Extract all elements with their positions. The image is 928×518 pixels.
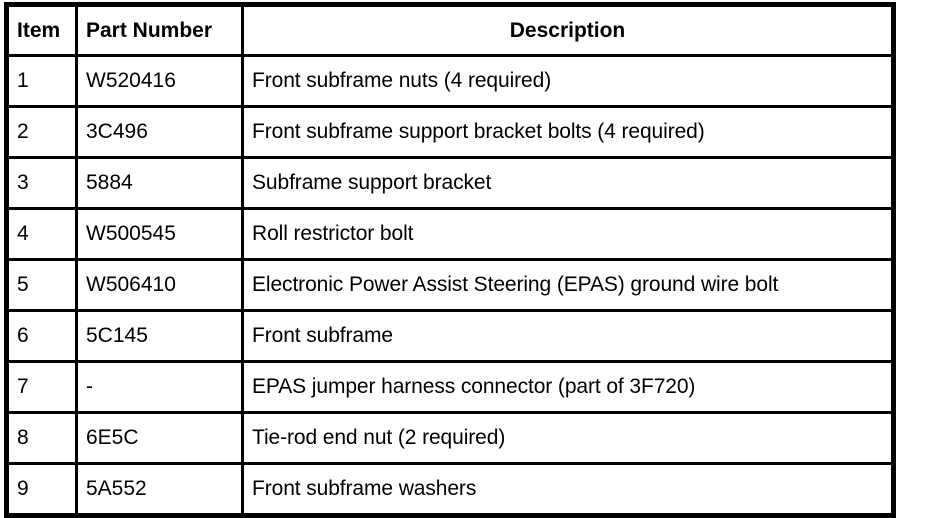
table-row: 4 W500545 Roll restrictor bolt — [5, 207, 895, 261]
table-header-row: Item Part Number Description — [5, 3, 895, 57]
cell-description: Roll restrictor bolt — [241, 207, 895, 261]
cell-item: 4 — [5, 207, 78, 261]
cell-item: 3 — [5, 156, 78, 210]
cell-description: Front subframe washers — [241, 462, 895, 517]
cell-part-number: 6E5C — [75, 411, 244, 465]
table-row: 3 5884 Subframe support bracket — [5, 156, 895, 210]
table-body: 1 W520416 Front subframe nuts (4 require… — [5, 54, 895, 517]
cell-item: 7 — [5, 360, 78, 414]
parts-table-container: Item Part Number Description 1 W520416 F… — [4, 2, 896, 518]
cell-part-number: 3C496 — [75, 105, 244, 159]
cell-part-number: 5884 — [75, 156, 244, 210]
table-row: 2 3C496 Front subframe support bracket b… — [5, 105, 895, 159]
table-row: 1 W520416 Front subframe nuts (4 require… — [5, 54, 895, 108]
cell-description: Front subframe nuts (4 required) — [241, 54, 895, 108]
cell-part-number: 5C145 — [75, 309, 244, 363]
cell-description: Front subframe support bracket bolts (4 … — [241, 105, 895, 159]
cell-part-number: W520416 — [75, 54, 244, 108]
table-row: 5 W506410 Electronic Power Assist Steeri… — [5, 258, 895, 312]
cell-description: EPAS jumper harness connector (part of 3… — [241, 360, 895, 414]
column-header-description: Description — [241, 3, 895, 57]
column-header-item: Item — [5, 3, 78, 57]
cell-part-number: - — [75, 360, 244, 414]
cell-part-number: W500545 — [75, 207, 244, 261]
cell-item: 9 — [5, 462, 78, 517]
cell-part-number: 5A552 — [75, 462, 244, 517]
cell-item: 8 — [5, 411, 78, 465]
cell-description: Tie-rod end nut (2 required) — [241, 411, 895, 465]
cell-description: Electronic Power Assist Steering (EPAS) … — [241, 258, 895, 312]
cell-item: 5 — [5, 258, 78, 312]
cell-part-number: W506410 — [75, 258, 244, 312]
table-row: 7 - EPAS jumper harness connector (part … — [5, 360, 895, 414]
column-header-part-number: Part Number — [75, 3, 244, 57]
table-header: Item Part Number Description — [5, 3, 895, 57]
cell-item: 6 — [5, 309, 78, 363]
table-row: 8 6E5C Tie-rod end nut (2 required) — [5, 411, 895, 465]
cell-item: 2 — [5, 105, 78, 159]
cell-description: Subframe support bracket — [241, 156, 895, 210]
cell-item: 1 — [5, 54, 78, 108]
table-row: 9 5A552 Front subframe washers — [5, 462, 895, 517]
parts-list-table: Item Part Number Description 1 W520416 F… — [4, 2, 896, 518]
cell-description: Front subframe — [241, 309, 895, 363]
table-row: 6 5C145 Front subframe — [5, 309, 895, 363]
